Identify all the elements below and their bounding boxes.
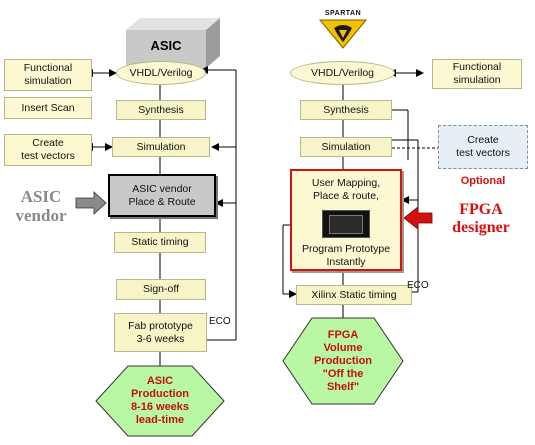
asic-functional-simulation-box: Functional simulation	[4, 59, 92, 91]
fpga-optional-label: Optional	[460, 175, 506, 187]
fpga-synthesis-step: Synthesis	[300, 100, 392, 120]
asic-signoff-step: Sign-off	[116, 279, 206, 300]
asic-vhdl-verilog-node: VHDL/Verilog	[116, 61, 206, 85]
fpga-designer-label: FPGA designer	[452, 201, 510, 236]
asic-vendor-pointer-arrow	[75, 191, 107, 215]
asic-title-tab	[126, 18, 220, 68]
spartan-logo-text: SPARTAN	[324, 10, 362, 17]
fpga-create-test-vectors-box: Create test vectors	[438, 125, 528, 169]
fpga-xilinx-static-timing-step: Xilinx Static timing	[296, 285, 412, 305]
fpga-simulation-step: Simulation	[300, 137, 392, 157]
asic-production-label: ASIC Production 8-16 weeks lead-time	[130, 375, 190, 426]
fpga-program-text: Program Prototype Instantly	[301, 243, 391, 268]
asic-static-timing-step: Static timing	[114, 232, 206, 253]
fpga-vhdl-verilog-node: VHDL/Verilog	[290, 61, 395, 85]
asic-create-test-vectors-box: Create test vectors	[4, 134, 92, 166]
asic-synthesis-step: Synthesis	[116, 100, 206, 120]
asic-title: ASIC	[150, 38, 182, 53]
asic-vendor-place-route-step: ASIC vendor Place & Route	[108, 174, 216, 217]
fpga-mapping-program-step: User Mapping, Place & route, Program Pro…	[290, 169, 402, 271]
fpga-functional-simulation-box: Functional simulation	[432, 59, 522, 89]
fpga-mapping-text: User Mapping, Place & route,	[311, 177, 381, 202]
fpga-eco-label: ECO	[407, 280, 429, 291]
asic-insert-scan-box: Insert Scan	[4, 97, 92, 119]
asic-eco-label: ECO	[209, 316, 231, 327]
asic-simulation-step: Simulation	[112, 137, 210, 157]
asic-vendor-label: ASIC vendor	[15, 187, 67, 225]
fpga-designer-pointer-arrow	[403, 206, 433, 230]
fpga-production-label: FPGA Volume Production "Off the Shelf"	[313, 328, 373, 393]
asic-production-hexagon	[95, 365, 225, 437]
spartan-logo	[318, 19, 368, 49]
asic-fab-prototype-step: Fab prototype 3-6 weeks	[114, 313, 207, 352]
fpga-production-hexagon	[282, 317, 404, 405]
fpga-chip-image	[322, 210, 370, 238]
